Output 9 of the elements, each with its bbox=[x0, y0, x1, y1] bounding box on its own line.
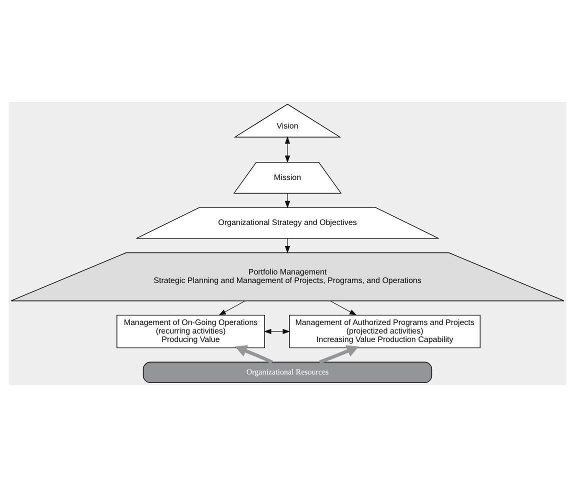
arrow bbox=[264, 328, 290, 334]
arrow bbox=[284, 136, 290, 164]
arrow bbox=[330, 300, 357, 316]
node-box: Organizational Resources bbox=[142, 362, 432, 384]
arrow bbox=[284, 238, 290, 254]
arrow bbox=[284, 192, 290, 208]
arrow bbox=[319, 345, 359, 364]
arrow bbox=[234, 345, 273, 364]
arrow bbox=[218, 300, 246, 316]
